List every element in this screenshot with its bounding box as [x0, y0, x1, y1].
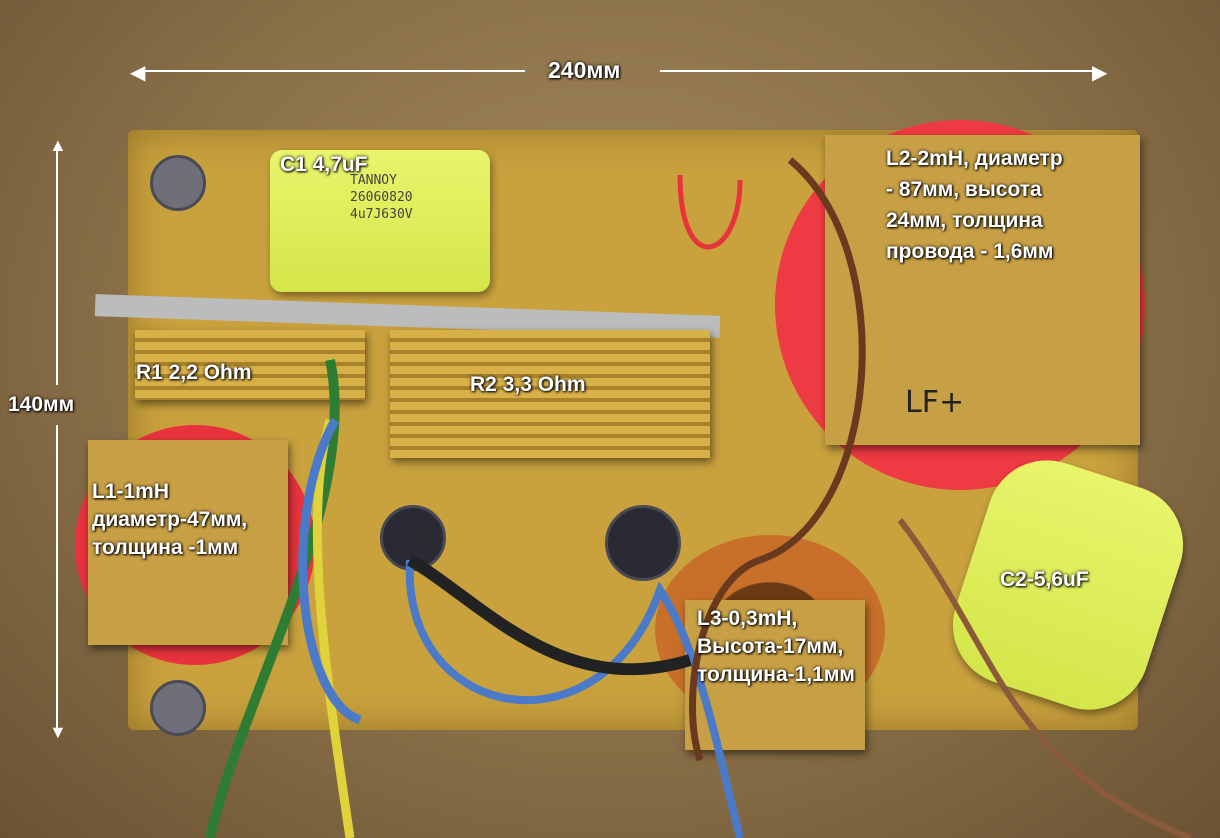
r2-label: R2 3,3 Ohm: [470, 373, 586, 396]
lf-plus-handwriting: LF+: [905, 385, 965, 420]
red-wire: [677, 174, 743, 250]
width-arrow-right: [660, 70, 1100, 72]
l1-plate: [88, 440, 288, 645]
blue-wire: [405, 559, 744, 838]
width-arrow-left: [140, 70, 525, 72]
blue-wire: [298, 417, 362, 725]
mounting-screw: [150, 680, 206, 736]
brown-wire: [897, 518, 1192, 838]
brown-wire: [689, 157, 866, 762]
l2-plate: [825, 135, 1140, 445]
mounting-screw: [150, 155, 206, 211]
terminal-post: [605, 505, 681, 581]
arrowhead-right-icon: ▶: [1092, 62, 1108, 84]
c1-label: C1 4,7uF: [280, 153, 368, 176]
r2-resistor: [390, 330, 710, 458]
width-label: 240мм: [548, 57, 621, 83]
c1-marking: 26060820: [350, 190, 413, 205]
arrowhead-up-icon: ▲: [49, 135, 67, 155]
yellow-wire: [312, 418, 355, 838]
height-label: 140мм: [8, 393, 75, 416]
l1-label: L1-1mH диаметр-47мм, толщина -1мм: [92, 480, 248, 559]
arrowhead-down-icon: ▼: [49, 722, 67, 742]
black-wire: [407, 554, 692, 676]
r1-label: R1 2,2 Ohm: [136, 361, 252, 384]
height-arrow-top: [56, 145, 58, 385]
c1-capacitor: TANNOY 26060820 4u7J630V: [270, 150, 490, 292]
c1-marking: 4u7J630V: [350, 207, 413, 222]
l2-label: L2-2mH, диаметр - 87мм, высота 24мм, тол…: [886, 147, 1063, 263]
c1-marking: TANNOY: [350, 173, 397, 188]
height-arrow-bottom: [56, 425, 58, 730]
c2-label: C2-5,6uF: [1000, 568, 1089, 591]
arrowhead-left-icon: ◀: [130, 62, 146, 84]
l3-label: L3-0,3mH, Высота-17мм, толщина-1,1мм: [697, 607, 855, 686]
